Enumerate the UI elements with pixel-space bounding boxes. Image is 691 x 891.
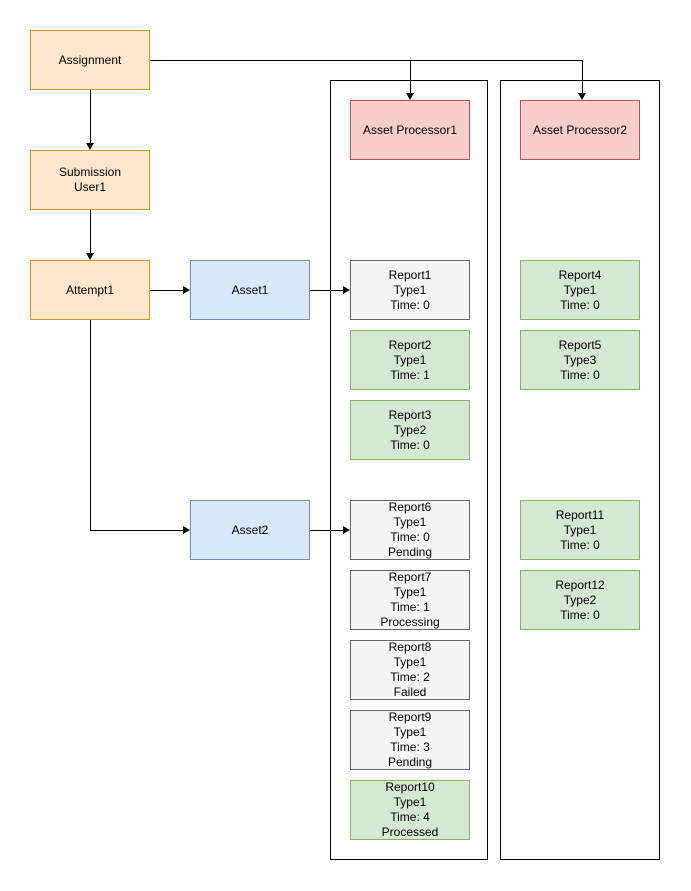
report-time-label: Time: 1 xyxy=(390,367,430,382)
edge-attempt1-asset1 xyxy=(150,290,183,291)
report-type-label: Type3 xyxy=(563,352,597,367)
report-time-label: Time: 3 xyxy=(390,740,430,754)
assignment-label: Assignment xyxy=(58,52,122,67)
attempt1-label: Attempt1 xyxy=(65,282,115,297)
submission-label-line1: Submission xyxy=(58,165,122,179)
report-name-label: Report3 xyxy=(388,407,432,422)
arrowhead-right-icon xyxy=(343,286,350,294)
arrowhead-right-icon xyxy=(183,526,190,534)
report-time-label: Time: 4 xyxy=(390,810,430,824)
edge-assignment-submission xyxy=(90,90,91,143)
report5-box: Report5 Type3 Time: 0 xyxy=(520,330,640,390)
processor2-group xyxy=(500,80,660,860)
arrowhead-down-icon xyxy=(86,143,94,150)
arrowhead-right-icon xyxy=(183,286,190,294)
report-type-label: Type1 xyxy=(563,522,597,537)
asset2-label: Asset2 xyxy=(231,522,269,537)
report-name-label: Report1 xyxy=(388,267,432,282)
report-type-label: Type1 xyxy=(393,585,427,599)
edge-submission-attempt1 xyxy=(90,210,91,253)
processor2-label: Asset Processor2 xyxy=(532,122,628,137)
report-time-label: Time: 0 xyxy=(560,367,600,382)
report-type-label: Type1 xyxy=(393,515,427,529)
report-name-label: Report11 xyxy=(555,507,605,522)
report-name-label: Report7 xyxy=(388,570,432,584)
report-type-label: Type2 xyxy=(393,422,427,437)
report-time-label: Time: 0 xyxy=(390,530,430,544)
report-status-label: Pending xyxy=(387,755,433,769)
report-status-label: Processed xyxy=(381,825,439,839)
asset2-node: Asset2 xyxy=(190,500,310,560)
report-name-label: Report8 xyxy=(388,640,432,654)
report-status-label: Failed xyxy=(393,685,427,699)
processor1-node: Asset Processor1 xyxy=(350,100,470,160)
report-type-label: Type1 xyxy=(393,725,427,739)
submission-label-line2: User1 xyxy=(73,180,106,194)
arrowhead-right-icon xyxy=(343,526,350,534)
report9-box: Report9 Type1 Time: 3 Pending xyxy=(350,710,470,770)
edge-attempt1-asset2-vertical xyxy=(90,320,91,531)
report-type-label: Type2 xyxy=(563,592,597,607)
report8-box: Report8 Type1 Time: 2 Failed xyxy=(350,640,470,700)
report-name-label: Report4 xyxy=(558,267,602,282)
report-time-label: Time: 2 xyxy=(390,670,430,684)
edge-assignment-processors-trunk xyxy=(150,60,583,61)
report-time-label: Time: 0 xyxy=(390,297,430,312)
asset1-node: Asset1 xyxy=(190,260,310,320)
edge-assignment-processor2-drop xyxy=(582,60,583,93)
report-type-label: Type1 xyxy=(393,352,427,367)
report-time-label: Time: 0 xyxy=(560,607,600,622)
processor1-label: Asset Processor1 xyxy=(362,122,458,137)
report11-box: Report11 Type1 Time: 0 xyxy=(520,500,640,560)
report7-box: Report7 Type1 Time: 1 Processing xyxy=(350,570,470,630)
edge-asset2-report6 xyxy=(310,530,343,531)
assignment-node: Assignment xyxy=(30,30,150,90)
arrowhead-down-icon xyxy=(578,93,586,100)
report-time-label: Time: 0 xyxy=(560,537,600,552)
report2-box: Report2 Type1 Time: 1 xyxy=(350,330,470,390)
report-status-label: Processing xyxy=(380,615,440,629)
report3-box: Report3 Type2 Time: 0 xyxy=(350,400,470,460)
report-status-label: Pending xyxy=(387,545,433,559)
processor2-node: Asset Processor2 xyxy=(520,100,640,160)
report10-box: Report10 Type1 Time: 4 Processed xyxy=(350,780,470,840)
report-name-label: Report10 xyxy=(385,780,435,794)
report-time-label: Time: 1 xyxy=(390,600,430,614)
edge-attempt1-asset2-horizontal xyxy=(90,530,183,531)
report-name-label: Report2 xyxy=(388,337,432,352)
report12-box: Report12 Type2 Time: 0 xyxy=(520,570,640,630)
report-name-label: Report6 xyxy=(388,500,432,514)
report-type-label: Type1 xyxy=(393,795,427,809)
report-name-label: Report12 xyxy=(555,577,605,592)
attempt1-node: Attempt1 xyxy=(30,260,150,320)
report1-box: Report1 Type1 Time: 0 xyxy=(350,260,470,320)
arrowhead-down-icon xyxy=(406,93,414,100)
report-type-label: Type1 xyxy=(393,282,427,297)
report-name-label: Report9 xyxy=(388,710,432,724)
arrowhead-down-icon xyxy=(86,253,94,260)
asset1-label: Asset1 xyxy=(231,282,269,297)
report6-box: Report6 Type1 Time: 0 Pending xyxy=(350,500,470,560)
edge-assignment-processor1-drop xyxy=(410,60,411,93)
submission-node: Submission User1 xyxy=(30,150,150,210)
report-type-label: Type1 xyxy=(563,282,597,297)
report-name-label: Report5 xyxy=(558,337,602,352)
report4-box: Report4 Type1 Time: 0 xyxy=(520,260,640,320)
report-type-label: Type1 xyxy=(393,655,427,669)
report-time-label: Time: 0 xyxy=(560,297,600,312)
report-time-label: Time: 0 xyxy=(390,437,430,452)
edge-asset1-report1 xyxy=(310,290,343,291)
